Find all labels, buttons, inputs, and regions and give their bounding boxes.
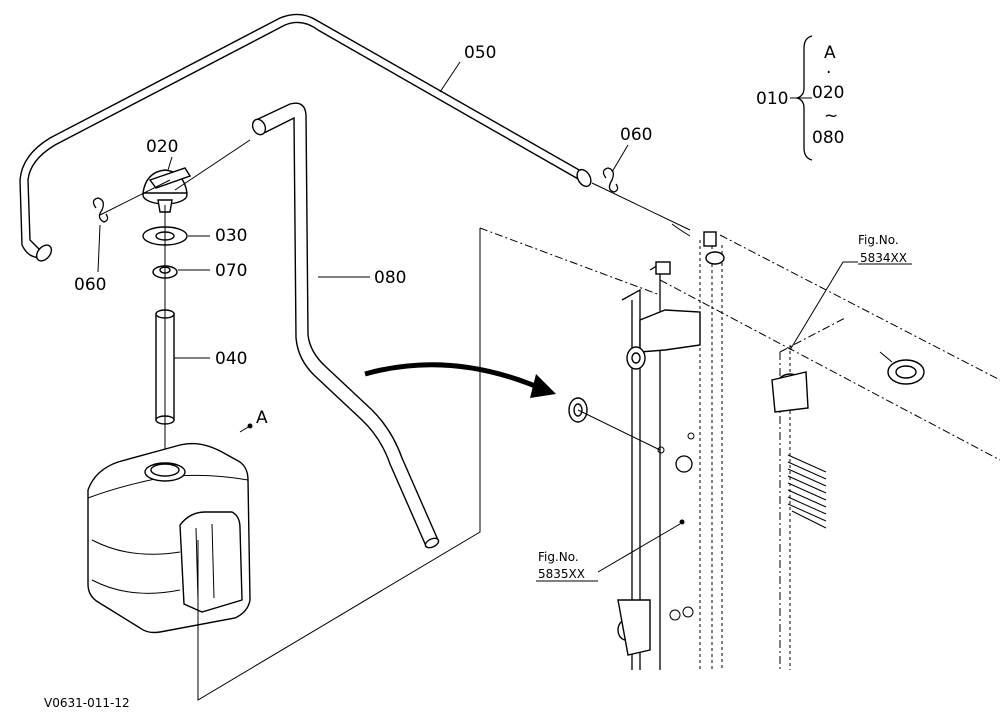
figref-right-label: Fig.No. <box>858 233 899 247</box>
core-fins <box>787 454 827 529</box>
clip-axis-right <box>591 182 691 231</box>
callout-070: 070 <box>215 261 247 281</box>
clip-leader-left <box>99 179 171 216</box>
reserve-tank-a <box>87 442 251 634</box>
figref-lower-label: Fig.No. <box>538 550 579 564</box>
callout-060-right: 060 <box>620 125 652 145</box>
legend-to: 080 <box>812 128 844 148</box>
legend-dot: · <box>826 63 831 83</box>
callout-030: 030 <box>215 226 247 246</box>
ref-leader-a <box>239 425 251 433</box>
legend-tilde: ~ <box>824 106 838 126</box>
clip-060-left <box>92 197 109 223</box>
hose-050 <box>19 13 592 262</box>
hose-080 <box>251 102 440 549</box>
callout-020: 020 <box>146 137 178 157</box>
guide-line-seal <box>577 409 661 451</box>
callout-060-left: 060 <box>74 275 106 295</box>
figref-lower-number: 5835XX <box>538 567 585 581</box>
routing-arrow <box>364 362 556 398</box>
guide-line-tank <box>197 228 481 701</box>
assembly-legend: 010 A · 020 ~ 080 <box>756 35 844 161</box>
legend-assembly: 010 <box>756 89 788 109</box>
radiator <box>479 223 1000 670</box>
callout-080: 080 <box>374 268 406 288</box>
legend-from: 020 <box>812 83 844 103</box>
callout-040: 040 <box>215 349 247 369</box>
legend-ref: A <box>824 43 836 63</box>
drawing-id: V0631-011-12 <box>44 696 130 710</box>
callout-a: A <box>256 408 268 428</box>
cap-020 <box>142 139 251 213</box>
ref-point-5835 <box>679 519 685 525</box>
leader-lines <box>97 61 858 573</box>
callout-050: 050 <box>464 43 496 63</box>
clip-060-right <box>602 167 619 193</box>
figref-right-number: 5834XX <box>860 251 907 265</box>
